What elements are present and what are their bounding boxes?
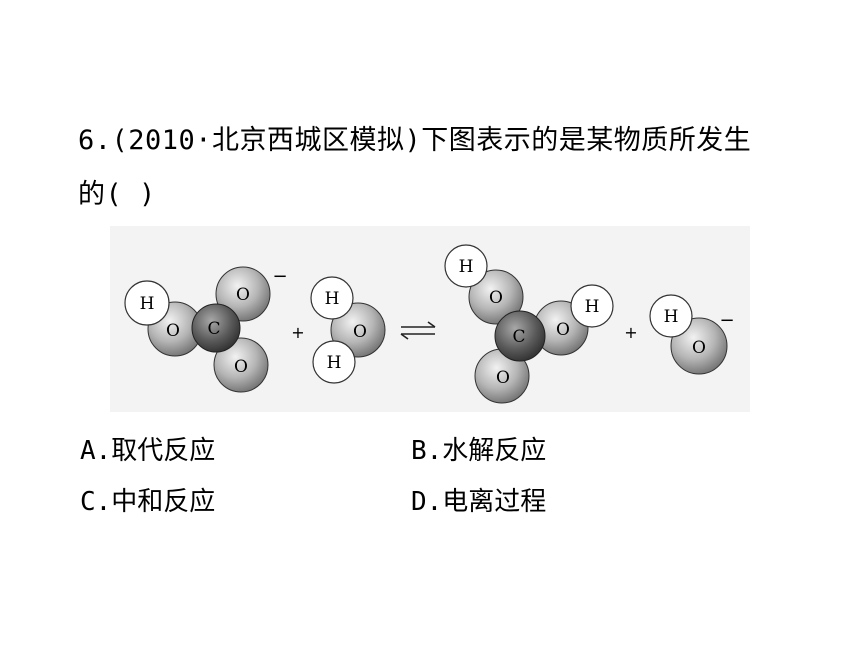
reaction-diagram: O O O H C − + O H H [124, 244, 735, 404]
water-molecule: O H H [310, 276, 386, 384]
carbon-atom [494, 310, 546, 362]
oxygen-atom [468, 269, 524, 325]
atom-label: O [353, 322, 367, 342]
hydrogen-atom [124, 280, 170, 326]
atom-label: H [585, 297, 600, 317]
plus-sign: + [624, 323, 637, 342]
plus-sign: + [291, 323, 304, 342]
carbon-atom [191, 303, 241, 353]
atom-label: C [207, 319, 220, 339]
question-line-2: 的( ) [78, 179, 156, 210]
charge-sign: − [272, 266, 287, 287]
charge-sign: − [719, 310, 734, 331]
question-stem: 6.(2010·北京西城区模拟)下图表示的是某物质所发生 的( ) [78, 114, 798, 222]
atom-label: H [140, 294, 155, 314]
hydroxide-ion: O H − [649, 294, 735, 375]
atom-label: O [234, 357, 248, 377]
atom-label: O [692, 338, 706, 358]
atom-label: H [327, 353, 342, 373]
hydrogen-atom [310, 276, 354, 320]
option-b[interactable]: B.水解反应 [411, 436, 547, 466]
atom-label: C [512, 327, 525, 347]
atom-label: O [556, 320, 570, 340]
atom-label: H [459, 257, 474, 277]
hydrogen-atom [444, 244, 488, 288]
option-c[interactable]: C.中和反应 [80, 487, 216, 517]
hydrogen-atom [312, 340, 356, 384]
option-d[interactable]: D.电离过程 [411, 487, 547, 517]
option-a[interactable]: A.取代反应 [80, 436, 216, 466]
atom-label: O [496, 368, 510, 388]
equilibrium-arrow [400, 321, 436, 340]
bicarbonate-ion: O O O H C − [124, 266, 288, 393]
atom-label: H [325, 289, 340, 309]
carbonic-acid-molecule: O O O H H C [444, 244, 614, 404]
hydrogen-atom [649, 294, 693, 338]
atom-label: O [166, 321, 180, 341]
atom-label: O [489, 288, 503, 308]
question-line-1: 6.(2010·北京西城区模拟)下图表示的是某物质所发生 [78, 125, 752, 156]
reaction-figure: O O O H C − + O H H [110, 226, 750, 412]
hydrogen-atom [570, 284, 614, 328]
oxygen-atom [213, 337, 269, 393]
atom-label: H [664, 307, 679, 327]
atom-label: O [236, 285, 250, 305]
oxygen-atom [215, 266, 271, 322]
